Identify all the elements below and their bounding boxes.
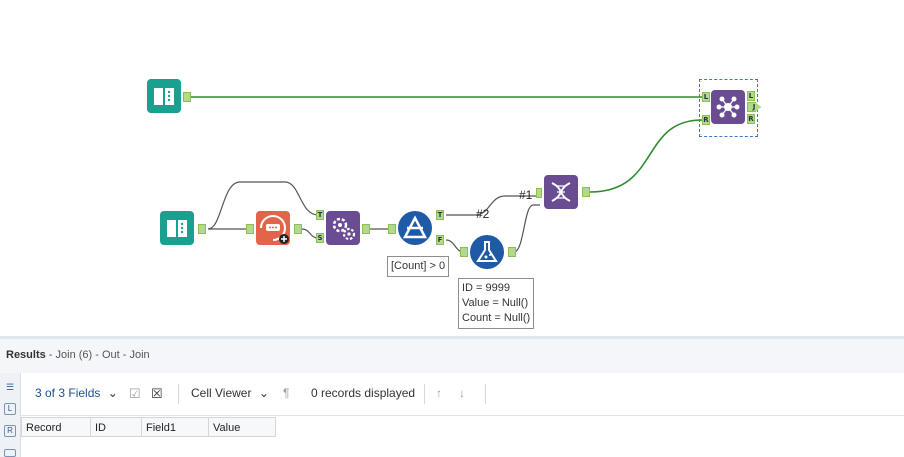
connection-label-2: #2 (476, 207, 490, 221)
results-title: Results (6, 349, 46, 361)
toolbar-separator (485, 384, 486, 404)
sample-tool[interactable] (256, 211, 290, 245)
list-icon[interactable]: ☰ (5, 382, 15, 392)
fields-label: 3 of 3 Fields (35, 386, 101, 400)
filter-annotation: [Count] > 0 (387, 256, 450, 277)
connections-layer (191, 96, 703, 253)
filter-false-anchor[interactable]: F (436, 235, 444, 245)
results-side-rail: ☰ L R (0, 373, 21, 457)
toolbar-separator (424, 384, 425, 404)
filter-icon (402, 215, 428, 239)
sample-output-anchor[interactable] (294, 224, 302, 234)
checkbox-edit-icon[interactable]: ☑ (129, 386, 141, 401)
results-grid[interactable]: Record ID Field1 Value (21, 416, 904, 457)
results-toolbar: 3 of 3 Fields ⌄ ☑ ☒ Cell Viewer ⌄ ¶ 0 re… (21, 373, 904, 416)
results-header: Results - Join (6) - Out - Join (0, 339, 904, 373)
arrow-down-icon[interactable]: ↓ (459, 386, 465, 400)
column-header-field1[interactable]: Field1 (141, 417, 209, 437)
connection-input2-append (207, 181, 319, 230)
formula-output-anchor[interactable] (508, 247, 516, 257)
chevron-down-icon: ⌄ (107, 386, 118, 400)
filter-input-anchor[interactable] (388, 224, 396, 234)
formula-annotation: ID = 9999 Value = Null() Count = Null() (458, 278, 535, 329)
join-join-output-anchor[interactable]: J (747, 102, 761, 112)
flask-icon (476, 241, 498, 262)
join-icon (716, 96, 740, 118)
column-header-id[interactable]: ID (90, 417, 142, 437)
formula-line-2: Value = Null() (462, 297, 529, 309)
filter-tool[interactable] (398, 211, 432, 245)
formula-tool[interactable] (470, 235, 504, 269)
delete-box-icon[interactable]: ☒ (151, 386, 163, 401)
append-source-anchor[interactable]: S (316, 233, 324, 243)
column-header-value[interactable]: Value (208, 417, 276, 437)
append-fields-tool[interactable] (326, 211, 360, 245)
right-anchor-icon[interactable]: R (4, 425, 16, 437)
gears-icon (332, 217, 356, 241)
connection-label-1: #1 (519, 188, 533, 202)
join-tool[interactable] (711, 90, 745, 124)
join-right-anchor[interactable]: R (702, 115, 710, 125)
records-displayed: 0 records displayed (311, 386, 416, 400)
left-anchor-icon[interactable]: L (4, 403, 16, 415)
input2-output-anchor[interactable] (198, 224, 206, 234)
column-header-record[interactable]: Record (21, 417, 91, 437)
append-output-anchor[interactable] (362, 224, 370, 234)
input1-output-anchor[interactable] (183, 92, 191, 102)
formula-input-anchor[interactable] (460, 247, 468, 257)
fields-dropdown[interactable]: 3 of 3 Fields ⌄ (35, 386, 118, 400)
cell-viewer-label: Cell Viewer (191, 386, 252, 400)
chevron-down-icon: ⌄ (258, 386, 269, 400)
pilcrow-icon[interactable]: ¶ (283, 386, 290, 400)
dna-icon (551, 182, 571, 202)
toolbar-separator (178, 384, 179, 404)
panel-divider[interactable] (0, 336, 904, 339)
input-data-tool-2[interactable] (160, 211, 194, 245)
union-tool[interactable] (544, 175, 578, 209)
connection-filter-union (446, 195, 540, 216)
sample-input-anchor[interactable] (246, 224, 254, 234)
append-target-anchor[interactable]: T (316, 210, 324, 220)
union-input-anchor[interactable] (536, 188, 542, 198)
formula-line-1: ID = 9999 (462, 282, 511, 294)
formula-line-3: Count = Null() (462, 312, 531, 324)
join-anchor-icon[interactable] (4, 449, 16, 457)
input-data-tool-1[interactable] (147, 79, 181, 113)
book-icon (167, 220, 187, 237)
join-left-output-anchor[interactable]: L (747, 91, 755, 101)
cell-viewer-dropdown[interactable]: Cell Viewer ⌄ (191, 386, 269, 400)
arrow-up-icon[interactable]: ↑ (436, 386, 442, 400)
join-right-output-anchor[interactable]: R (747, 114, 755, 124)
sample-icon (260, 215, 289, 244)
join-left-anchor[interactable]: L (702, 92, 710, 102)
union-output-anchor[interactable] (582, 187, 590, 197)
results-subtitle: - Join (6) - Out - Join (45, 349, 150, 361)
book-icon (154, 88, 174, 105)
filter-true-anchor[interactable]: T (436, 210, 444, 220)
connection-formula-union (513, 204, 540, 253)
workflow-canvas[interactable]: T S T F [Count] > 0 ID = 9999 Value = Nu… (0, 0, 904, 336)
connection-union-join (589, 119, 703, 193)
